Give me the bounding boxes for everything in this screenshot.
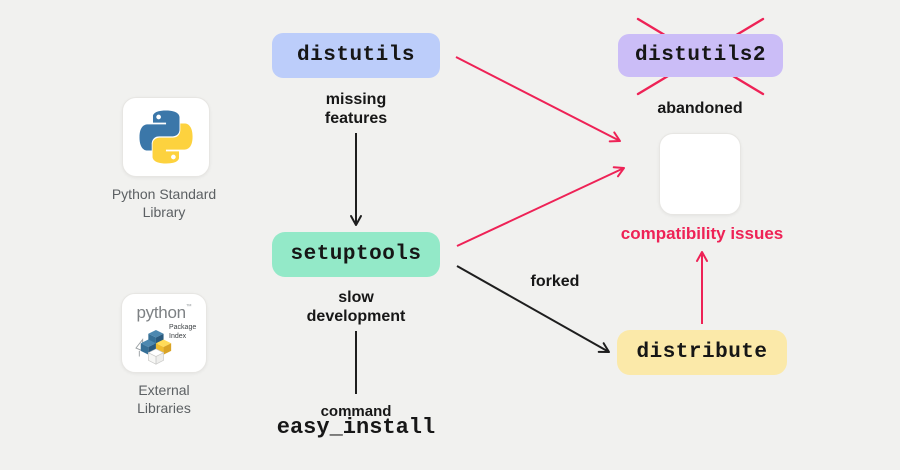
label-abandoned: abandoned xyxy=(657,100,743,117)
label-easy-install: easy_install xyxy=(276,415,436,440)
node-distribute-label: distribute xyxy=(636,341,768,364)
compatibility-issues-box xyxy=(659,133,741,215)
node-setuptools: setuptools xyxy=(272,232,440,277)
node-distribute: distribute xyxy=(617,330,787,375)
label-command: command xyxy=(320,403,392,420)
node-setuptools-label: setuptools xyxy=(290,243,422,266)
arrow-distutils-to-compatibility xyxy=(455,56,621,143)
node-distutils: distutils xyxy=(272,33,440,78)
pypi-subtitle: Package Index xyxy=(169,324,197,340)
label-compatibility-issues: compatibility issues xyxy=(620,224,784,243)
python-standard-library-card xyxy=(122,97,210,177)
arrow-setuptools-to-compatibility xyxy=(456,166,625,247)
label-missing-features: missing features xyxy=(324,91,388,127)
node-distutils2: distutils2 xyxy=(618,34,783,77)
python-logo-icon xyxy=(139,110,193,164)
python-card-caption: Python Standard Library xyxy=(111,186,217,220)
node-distutils2-label: distutils2 xyxy=(634,44,767,67)
node-distutils-label: distutils xyxy=(297,44,415,67)
label-slow-development: slow development xyxy=(306,289,406,325)
pypi-card-caption: External Libraries xyxy=(137,382,191,416)
pypi-wordmark: python™ xyxy=(136,303,192,322)
pypi-trademark: ™ xyxy=(185,304,192,310)
label-forked: forked xyxy=(530,273,580,290)
pypi-cubes-icon xyxy=(135,329,172,365)
pypi-card: python™ Package Index xyxy=(121,293,207,373)
